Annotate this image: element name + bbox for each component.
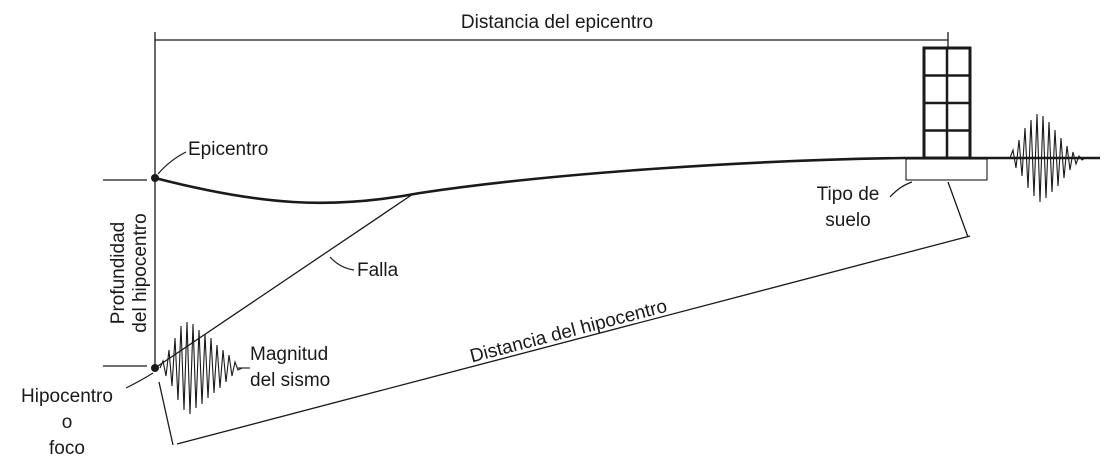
hypocenter-point: [151, 364, 159, 372]
soil-type-label-line2: suelo: [825, 210, 870, 231]
soil-leader: [889, 181, 913, 198]
soil-type-label-line1: Tipo de: [817, 184, 880, 205]
soil-box: [905, 158, 988, 181]
fault-leader: [329, 256, 355, 271]
hypocenter-label-line3: foco: [49, 438, 85, 459]
fault-line: [154, 193, 414, 369]
surface-seismic-wave: [1009, 113, 1086, 203]
hypocenter-label-line1: Hipocentro: [21, 386, 113, 407]
fault-label: Falla: [357, 260, 399, 281]
epicenter-point: [151, 174, 159, 182]
epicenter-distance-label: Distancia del epicentro: [461, 12, 653, 33]
building: [922, 46, 972, 160]
magnitude-label-line1: Magnitud: [250, 344, 328, 365]
epicenter-leader: [157, 151, 187, 175]
magnitude-label-line2: del sismo: [250, 370, 330, 391]
hypocenter-distance-label: Distancia del hipocentro: [468, 296, 670, 367]
depth-label-line1: Profundidad: [108, 222, 129, 324]
epicenter-label: Epicentro: [188, 139, 268, 160]
hypocenter-label-line2: o: [62, 412, 73, 433]
hypocenter-leader: [125, 372, 154, 389]
epicenter-distance-dimension: Distancia del epicentro: [154, 12, 949, 178]
ground-surface: [154, 156, 1100, 205]
depth-dimension: Profundidad del hipocentro: [103, 179, 156, 367]
hypocenter-seismic-wave: [159, 321, 243, 415]
depth-label-line2: del hipocentro: [130, 213, 151, 332]
